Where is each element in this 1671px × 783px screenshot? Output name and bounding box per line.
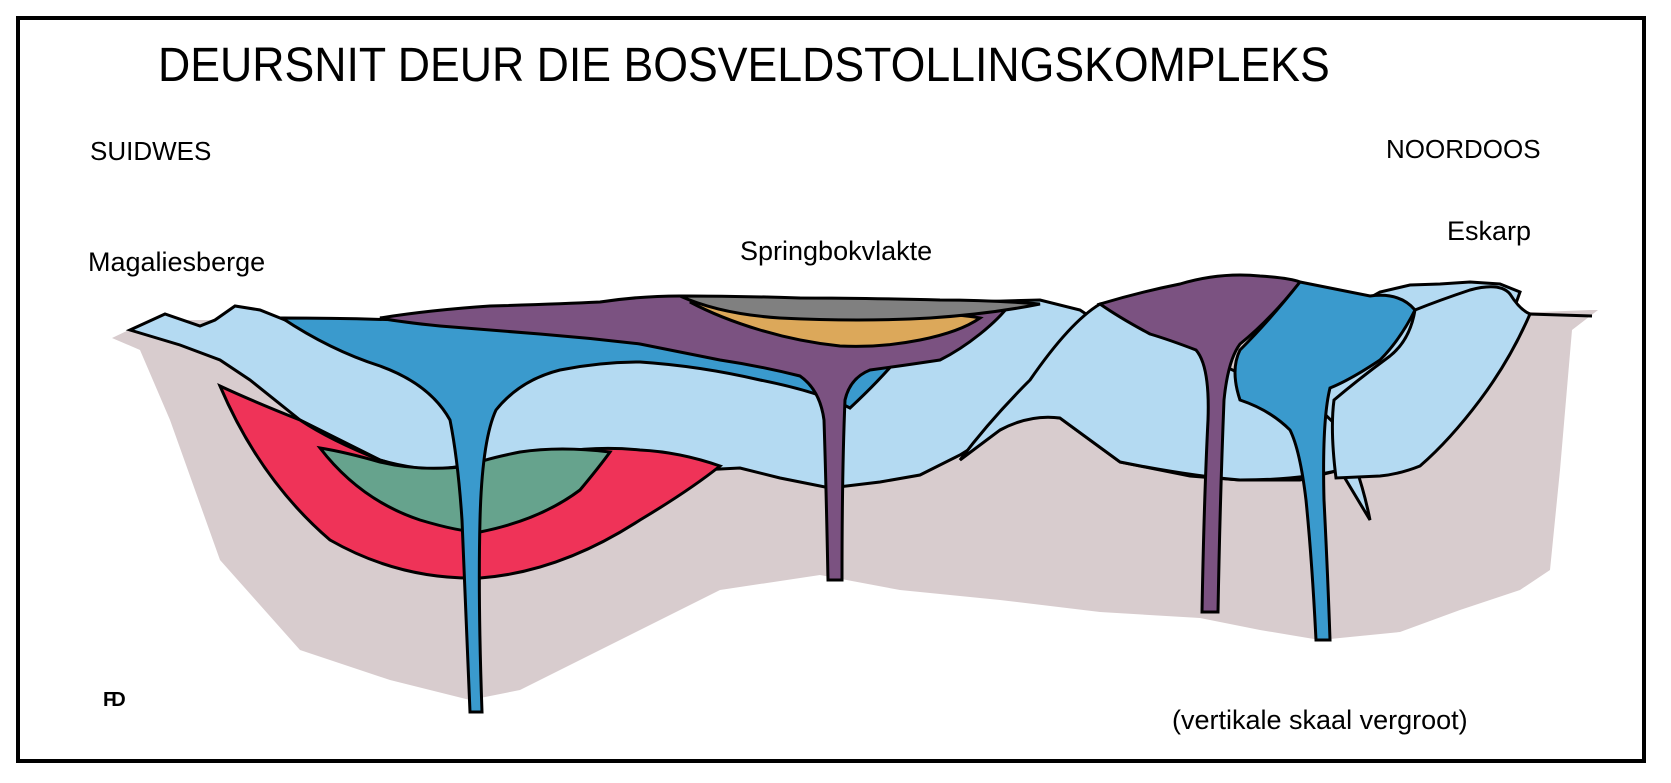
purple-layer-central <box>379 294 1013 582</box>
diagram-title: DEURSNIT DEUR DIE BOSVELDSTOLLINGSKOMPLE… <box>158 39 1330 92</box>
scale-note: (vertikale skaal vergroot) <box>1172 705 1468 735</box>
surface-line-east <box>1527 312 1593 318</box>
label-magaliesberge: Magaliesberge <box>88 247 266 277</box>
grey-layer <box>679 294 1041 322</box>
author-signature: FD <box>103 689 126 711</box>
light-blue-escarpment <box>1330 285 1532 480</box>
purple-layer-east <box>1096 273 1303 614</box>
label-southwest: SUIDWES <box>90 136 212 166</box>
label-springbokvlakte: Springbokvlakte <box>740 236 933 266</box>
label-northeast: NOORDOOS <box>1386 134 1541 164</box>
label-eskarp: Eskarp <box>1447 216 1532 246</box>
